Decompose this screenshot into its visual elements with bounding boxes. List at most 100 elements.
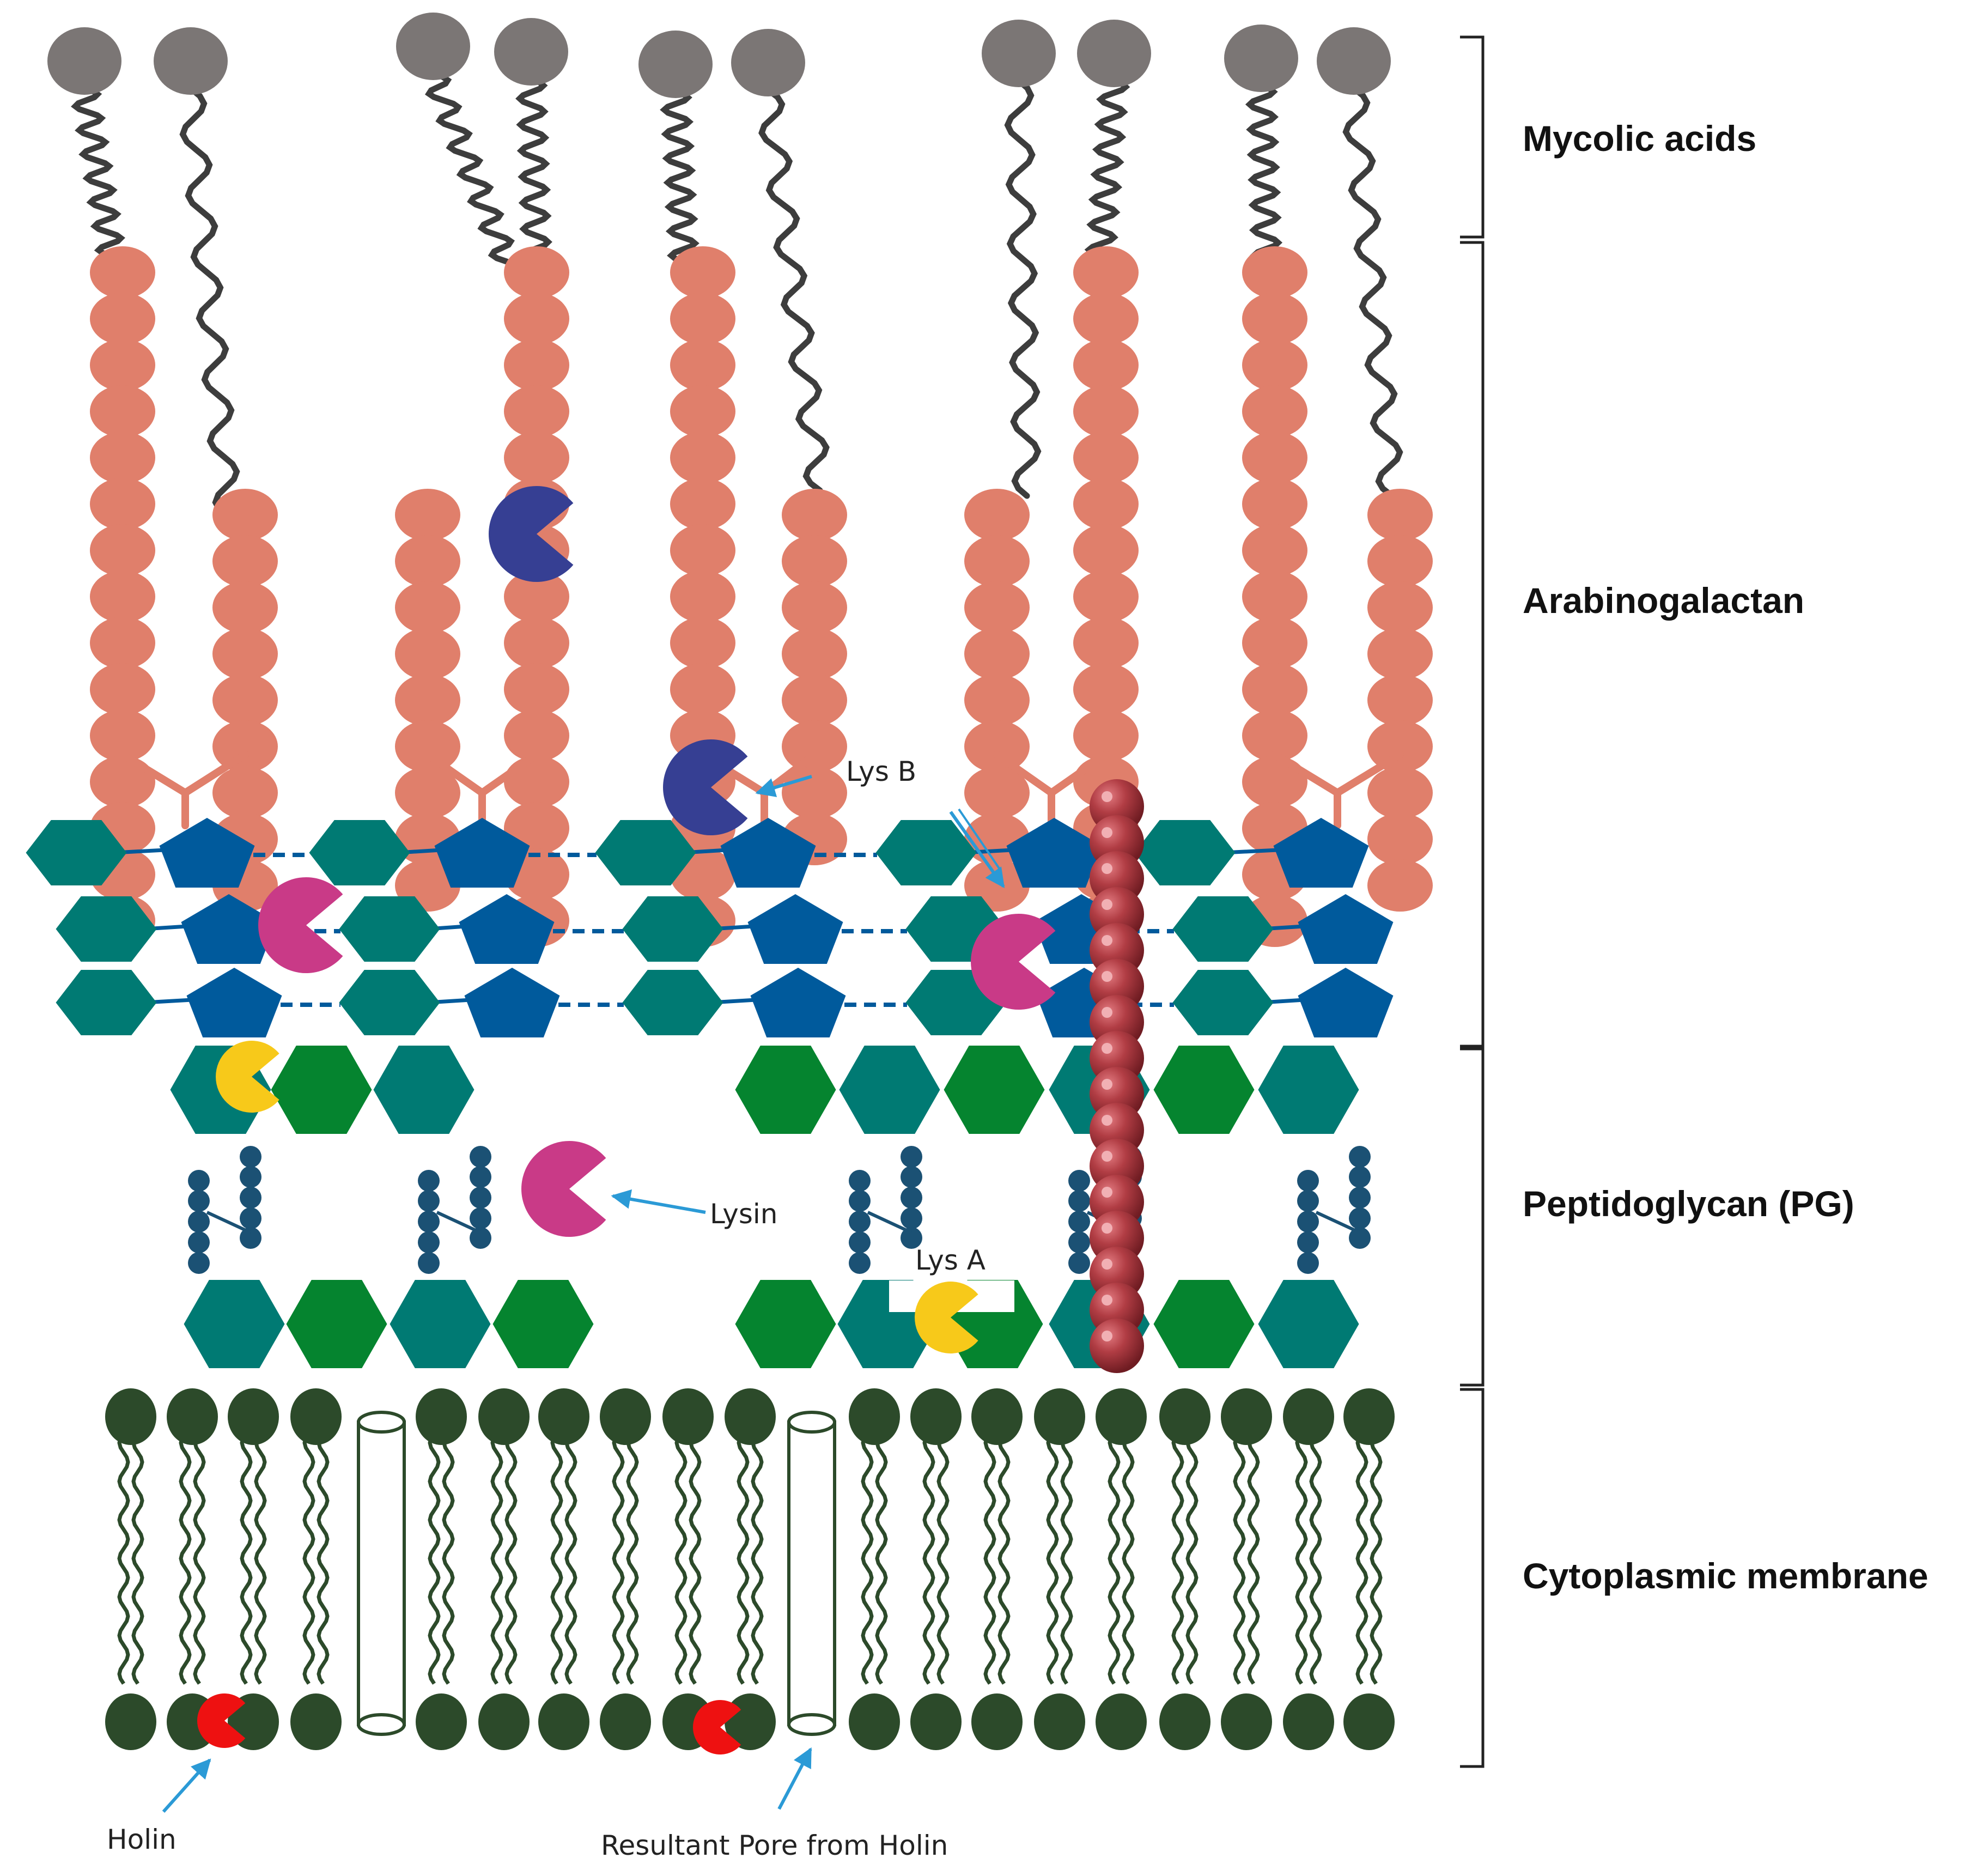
- lipid-tail: [490, 1413, 503, 1685]
- lipid-tail: [983, 1413, 996, 1685]
- bead-highlight: [1102, 1115, 1112, 1126]
- arabinogalactan-chain-unit: [1242, 246, 1307, 299]
- peptide-crossbridge: [1315, 1211, 1361, 1234]
- bead-highlight: [1102, 1079, 1112, 1090]
- lipid-tail: [179, 1413, 192, 1685]
- peptide-bead: [1349, 1207, 1371, 1229]
- bead-highlight: [1102, 1007, 1112, 1018]
- holin-pore-bottom: [357, 1713, 406, 1736]
- lysin-enzyme: [521, 1141, 606, 1237]
- holin-pore-top: [787, 1411, 836, 1434]
- pentagon-sugar: [464, 968, 560, 1037]
- lipid-head-outer: [167, 1388, 218, 1445]
- lipid-head-inner: [971, 1693, 1023, 1750]
- lipid-head-inner: [849, 1693, 900, 1750]
- nam-hexagon: [735, 1046, 836, 1134]
- pentagon-sugar: [1298, 968, 1394, 1037]
- arabinogalactan-chain-unit: [90, 246, 155, 299]
- arabinogalactan-chain-unit: [395, 489, 460, 541]
- arabinogalactan-chain-unit: [90, 570, 155, 623]
- lipid-tail: [936, 1413, 950, 1685]
- arabinogalactan-chain-unit: [90, 339, 155, 391]
- holin-pore-bottom: [787, 1713, 836, 1736]
- peptide-bead: [901, 1146, 922, 1168]
- arabinogalactan-chain-unit: [1073, 663, 1139, 715]
- mycolic-acid-tail: [515, 76, 552, 265]
- arabinogalactan-chain-unit: [670, 293, 735, 345]
- arabinogalactan-chain-unit: [395, 767, 460, 819]
- arabinogalactan-chain-unit: [670, 478, 735, 530]
- arabinogalactan-chain-unit: [1242, 432, 1307, 484]
- arabinogalactan-chain-unit: [395, 720, 460, 773]
- peptide-bead: [418, 1211, 440, 1233]
- lys-a-enzyme: [915, 1282, 978, 1353]
- pentagon-sugar: [159, 818, 255, 888]
- nag-hexagon: [1258, 1046, 1359, 1134]
- peptide-bead: [1297, 1190, 1319, 1212]
- lipid-head-outer: [1343, 1388, 1395, 1445]
- arabinogalactan-chain-unit: [90, 756, 155, 808]
- holin-pore-body: [357, 1420, 406, 1726]
- arabinogalactan-y-link: [1271, 751, 1404, 829]
- arabinogalactan-chain-unit: [964, 489, 1030, 541]
- lipid-tail: [254, 1413, 267, 1685]
- mycolic-acid-head: [154, 27, 228, 95]
- bead-highlight: [1102, 971, 1112, 982]
- arabinogalactan-chain-unit: [1073, 293, 1139, 345]
- arabinogalactan-chain-unit: [782, 489, 847, 541]
- bead-highlight: [1102, 1043, 1112, 1054]
- arabinogalactan-chain-unit: [670, 339, 735, 391]
- arabinogalactan-chain-unit: [504, 570, 569, 623]
- arabinogalactan-chain-unit: [395, 581, 460, 634]
- mycolic-acid-head: [638, 31, 713, 98]
- holin-pore-top: [357, 1411, 406, 1434]
- lipid-head-outer: [971, 1388, 1023, 1445]
- lipid-tail: [564, 1413, 577, 1685]
- pentagon-sugar: [181, 894, 277, 964]
- arabinogalactan-chain-unit: [1073, 617, 1139, 669]
- arabinogalactan-chain-unit: [964, 535, 1030, 587]
- arabinogalactan-chain-unit: [1242, 293, 1307, 345]
- lipid-tail: [1295, 1413, 1308, 1685]
- bead: [1090, 1319, 1144, 1373]
- lipid-tail: [1108, 1413, 1121, 1685]
- mycolic-acid-head: [1077, 20, 1151, 87]
- lipid-tail: [302, 1413, 315, 1685]
- peptide-bead: [188, 1252, 210, 1274]
- holin-pore-body: [787, 1420, 836, 1726]
- nag-hexagon: [56, 970, 157, 1035]
- peptide-bead: [240, 1187, 261, 1209]
- peptide-crossbridge: [206, 1211, 252, 1234]
- arabinogalactan-chain-unit: [964, 720, 1030, 773]
- nam-hexagon: [1153, 1280, 1255, 1368]
- lipid-tail: [240, 1413, 253, 1685]
- layer-brackets: [1460, 35, 1485, 1768]
- lys-b-enzyme: [489, 486, 574, 582]
- nag-hexagon: [1134, 820, 1236, 885]
- arabinogalactan-chain-unit: [212, 767, 278, 819]
- arabinogalactan-pg-links: [119, 751, 1404, 829]
- peptide-bead: [849, 1252, 871, 1274]
- layer-label-arabinogalactan: Arabinogalactan: [1523, 580, 1804, 621]
- arabinogalactan-chain-unit: [670, 246, 735, 299]
- peptide-bead: [1068, 1190, 1090, 1212]
- label-holin: Holin: [107, 1824, 177, 1855]
- lipid-tail: [1122, 1413, 1135, 1685]
- peptide-bead: [240, 1166, 261, 1188]
- arabinogalactan-chain-unit: [964, 767, 1030, 819]
- lipid-head-inner: [1159, 1693, 1210, 1750]
- arabinogalactan-chain-unit: [1367, 720, 1433, 773]
- layer-bracket: [1460, 1388, 1485, 1768]
- nag-hexagon: [622, 970, 723, 1035]
- arabinogalactan-chain-unit: [1073, 246, 1139, 299]
- lipid-tail: [997, 1413, 1011, 1685]
- nag-hexagon: [390, 1280, 491, 1368]
- nam-hexagon: [735, 1280, 836, 1368]
- arabinogalactan-chain-unit: [1242, 339, 1307, 391]
- mycolic-acid-tail: [1004, 77, 1042, 499]
- peptide-bead: [418, 1190, 440, 1212]
- pentagon-sugar: [750, 968, 846, 1037]
- bead-highlight: [1102, 899, 1112, 910]
- arabinogalactan-chain-unit: [1242, 385, 1307, 438]
- nam-hexagon: [286, 1280, 387, 1368]
